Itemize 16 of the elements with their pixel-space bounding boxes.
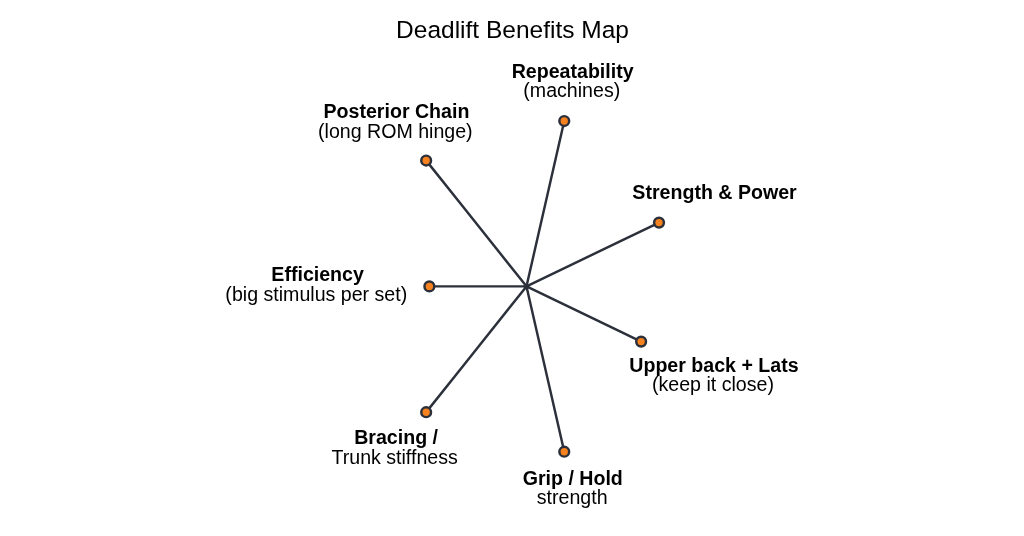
node-text: Upper back + Lats (keep it close) — [628, 353, 799, 396]
connector — [525, 288, 570, 458]
node-text: Posterior Chain (long ROM hinge) — [317, 100, 473, 142]
connector — [419, 154, 526, 286]
node-text: Grip / Hold strength — [522, 466, 623, 509]
connector — [419, 287, 526, 419]
node-text: Repeatability (machines) — [511, 59, 634, 102]
connector — [422, 280, 524, 293]
diagram-title: Deadlift Benefits Map — [395, 15, 629, 43]
connector — [527, 286, 647, 348]
node-text: Strength & Power — [631, 181, 797, 204]
node-point — [523, 283, 529, 290]
node-text: Bracing / Trunk stiffness — [330, 426, 458, 468]
node-text: Efficiency (big stimulus per set) — [224, 263, 407, 305]
connector — [527, 216, 665, 287]
connector — [525, 114, 570, 285]
